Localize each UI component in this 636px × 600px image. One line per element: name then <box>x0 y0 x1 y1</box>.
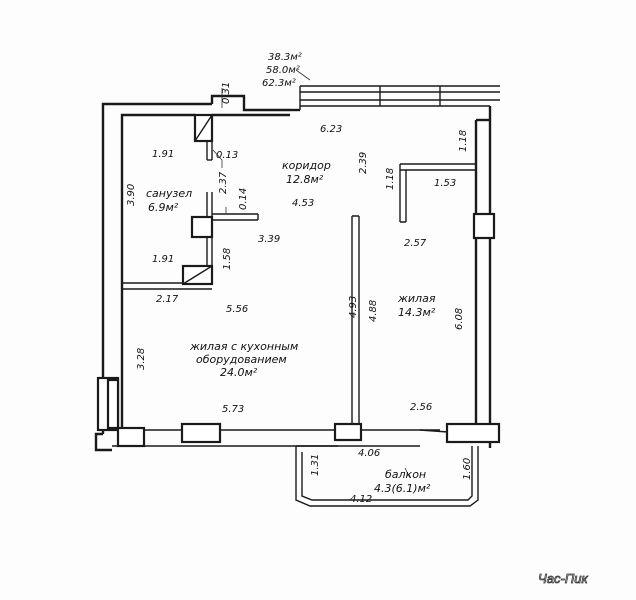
area-total-3: 62.3м² <box>262 78 296 89</box>
dim-256: 2.56 <box>410 402 432 413</box>
dim-573: 5.73 <box>222 404 244 415</box>
dim-118-b: 1.18 <box>385 168 396 190</box>
dim-556: 5.56 <box>226 304 248 315</box>
dimension-labels: 0.31 6.23 1.18 1.91 0.13 2.39 2.37 1.18 … <box>126 82 473 505</box>
kitchen-living-area: 24.0м² <box>220 366 258 379</box>
watermark-logo: Час-Пик <box>538 571 588 586</box>
interior-walls <box>122 115 476 428</box>
balcony-name: балкон <box>385 468 426 481</box>
dim-191-a: 1.91 <box>152 149 174 160</box>
dimension-lines <box>212 69 411 479</box>
room-labels: коридор 12.8м² санузел 6.9м² жилая с кух… <box>146 159 436 495</box>
dim-160: 1.60 <box>462 458 473 480</box>
living-room-name: жилая <box>397 292 436 305</box>
dim-488: 4.88 <box>368 300 379 322</box>
kitchen-living-name-1: жилая с кухонным <box>189 340 298 353</box>
dim-239: 2.39 <box>358 152 369 174</box>
kitchen-living-name-2: оборудованием <box>196 353 287 366</box>
balcony-area: 4.3(6.1)м² <box>374 482 431 495</box>
dim-412: 4.12 <box>350 494 372 505</box>
dim-118-a: 1.18 <box>458 130 469 152</box>
dim-493: 4.93 <box>348 296 359 318</box>
dim-217: 2.17 <box>156 294 179 305</box>
dim-131: 1.31 <box>310 454 321 476</box>
area-total-1: 38.3м² <box>268 52 302 63</box>
dim-031: 0.31 <box>221 82 232 104</box>
area-summary: 38.3м² 58.0м² 62.3м² <box>262 52 302 89</box>
dim-257: 2.57 <box>404 238 427 249</box>
corridor-area: 12.8м² <box>286 173 324 186</box>
dim-158: 1.58 <box>222 248 233 270</box>
dim-390: 3.90 <box>126 184 137 206</box>
dim-608: 6.08 <box>454 308 465 330</box>
dim-013: 0.13 <box>216 150 238 161</box>
outer-walls <box>94 85 500 452</box>
dim-339: 3.39 <box>258 234 280 245</box>
dim-328: 3.28 <box>136 348 147 370</box>
corridor-name: коридор <box>282 159 331 172</box>
bathroom-name: санузел <box>146 187 192 200</box>
columns <box>96 113 501 448</box>
living-room-area: 14.3м² <box>398 306 436 319</box>
dim-191-b: 1.91 <box>152 254 174 265</box>
dim-153: 1.53 <box>434 178 456 189</box>
dim-453: 4.53 <box>292 198 314 209</box>
dim-237: 2.37 <box>218 171 229 194</box>
dim-623: 6.23 <box>320 124 342 135</box>
area-total-2: 58.0м² <box>266 65 300 76</box>
bathroom-area: 6.9м² <box>148 201 179 214</box>
dim-406: 4.06 <box>358 448 380 459</box>
dim-014: 0.14 <box>238 188 249 210</box>
balcony-outline <box>295 429 479 507</box>
